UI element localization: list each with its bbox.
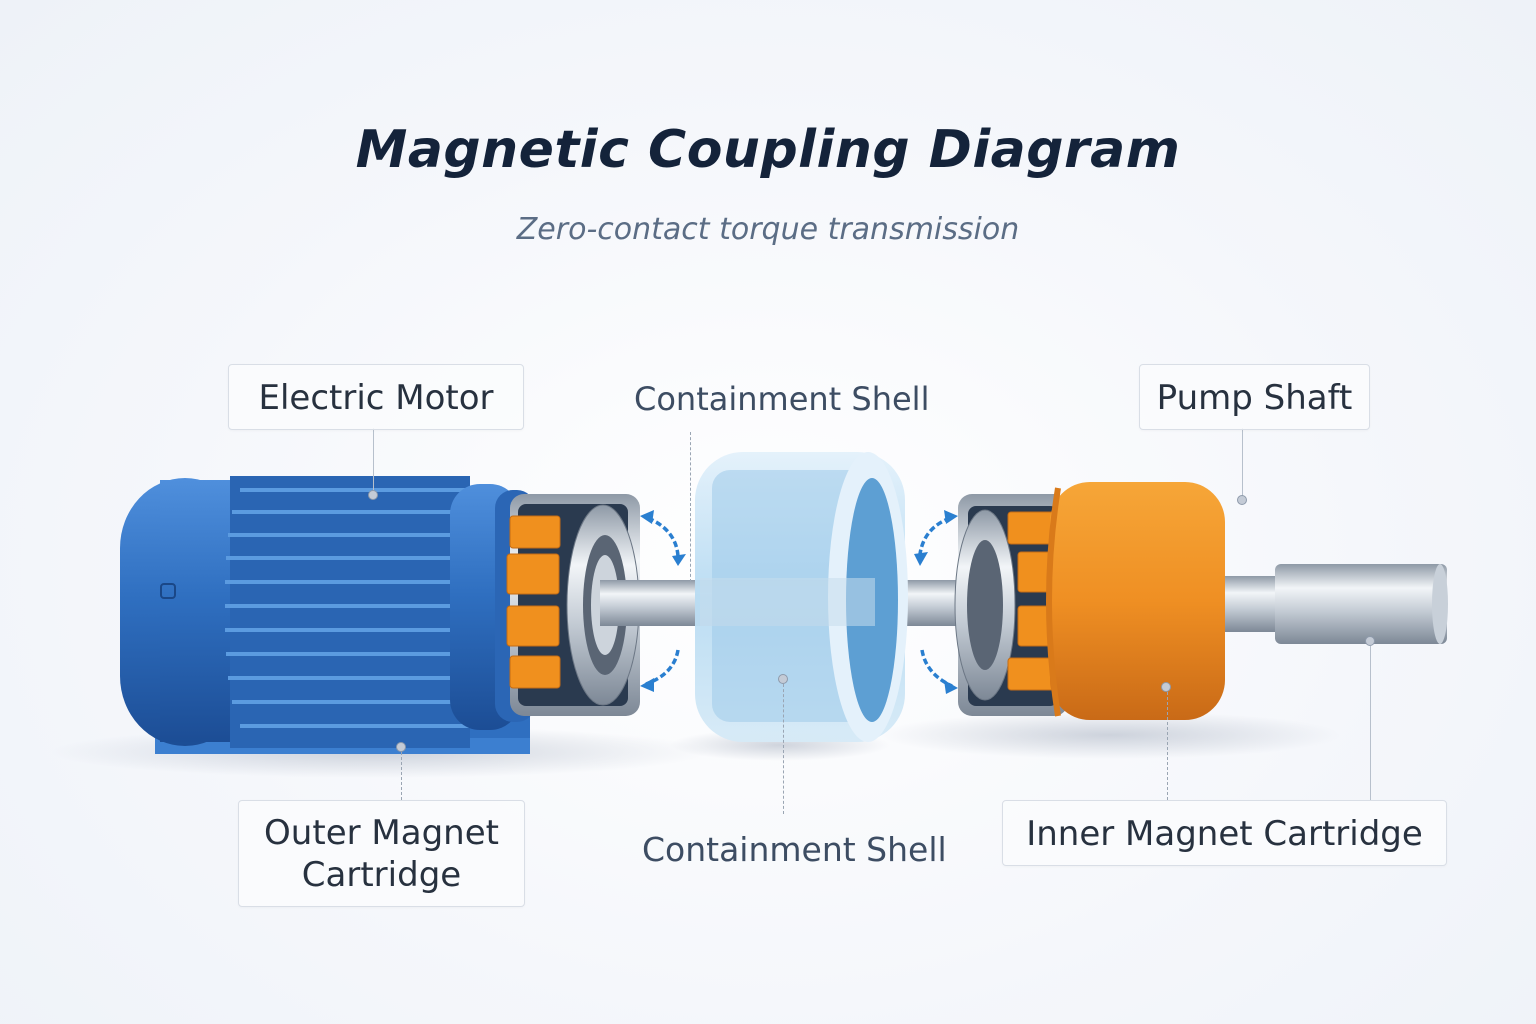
label-electric-motor-text: Electric Motor — [258, 378, 494, 418]
label-inner-magnet-cartridge: Inner Magnet Cartridge — [1002, 800, 1447, 866]
leader-electric-motor — [373, 428, 374, 492]
label-outer-magnet-line2: Cartridge — [301, 855, 462, 895]
anchor-dot-pump-shaft-lower — [1365, 636, 1375, 646]
label-pump-shaft-text: Pump Shaft — [1156, 378, 1353, 418]
anchor-dot-inner-magnet — [1161, 682, 1171, 692]
page-title: Magnetic Coupling Diagram — [355, 120, 1181, 180]
label-containment-shell-bottom: Containment Shell — [642, 830, 947, 869]
label-outer-magnet-cartridge: Outer Magnet Cartridge — [238, 800, 525, 907]
label-outer-magnet-line1: Outer Magnet — [264, 813, 499, 853]
anchor-dot-pump-shaft — [1237, 495, 1247, 505]
anchor-dot-electric-motor — [368, 490, 378, 500]
leader-containment-shell-bottom — [783, 684, 784, 814]
leader-inner-magnet — [1167, 692, 1168, 800]
anchor-dot-outer-magnet — [396, 742, 406, 752]
label-pump-shaft: Pump Shaft — [1139, 364, 1370, 430]
pump-shaft-graphic — [1225, 564, 1448, 644]
containment-shell-graphic — [695, 452, 908, 742]
label-containment-shell-top: Containment Shell — [634, 380, 930, 418]
outer-magnet-cartridge-graphic — [506, 494, 640, 716]
label-electric-motor: Electric Motor — [228, 364, 524, 430]
leader-pump-shaft-lower — [1370, 646, 1371, 800]
page-subtitle: Zero-contact torque transmission — [516, 212, 1020, 247]
leader-containment-shell-top — [690, 432, 691, 582]
label-inner-magnet-cartridge-text: Inner Magnet Cartridge — [1026, 814, 1423, 854]
leader-pump-shaft — [1242, 428, 1243, 498]
anchor-dot-containment-shell — [778, 674, 788, 684]
leader-outer-magnet — [401, 752, 402, 800]
inner-magnet-cartridge-graphic — [954, 482, 1225, 720]
electric-motor-graphic — [120, 476, 535, 754]
